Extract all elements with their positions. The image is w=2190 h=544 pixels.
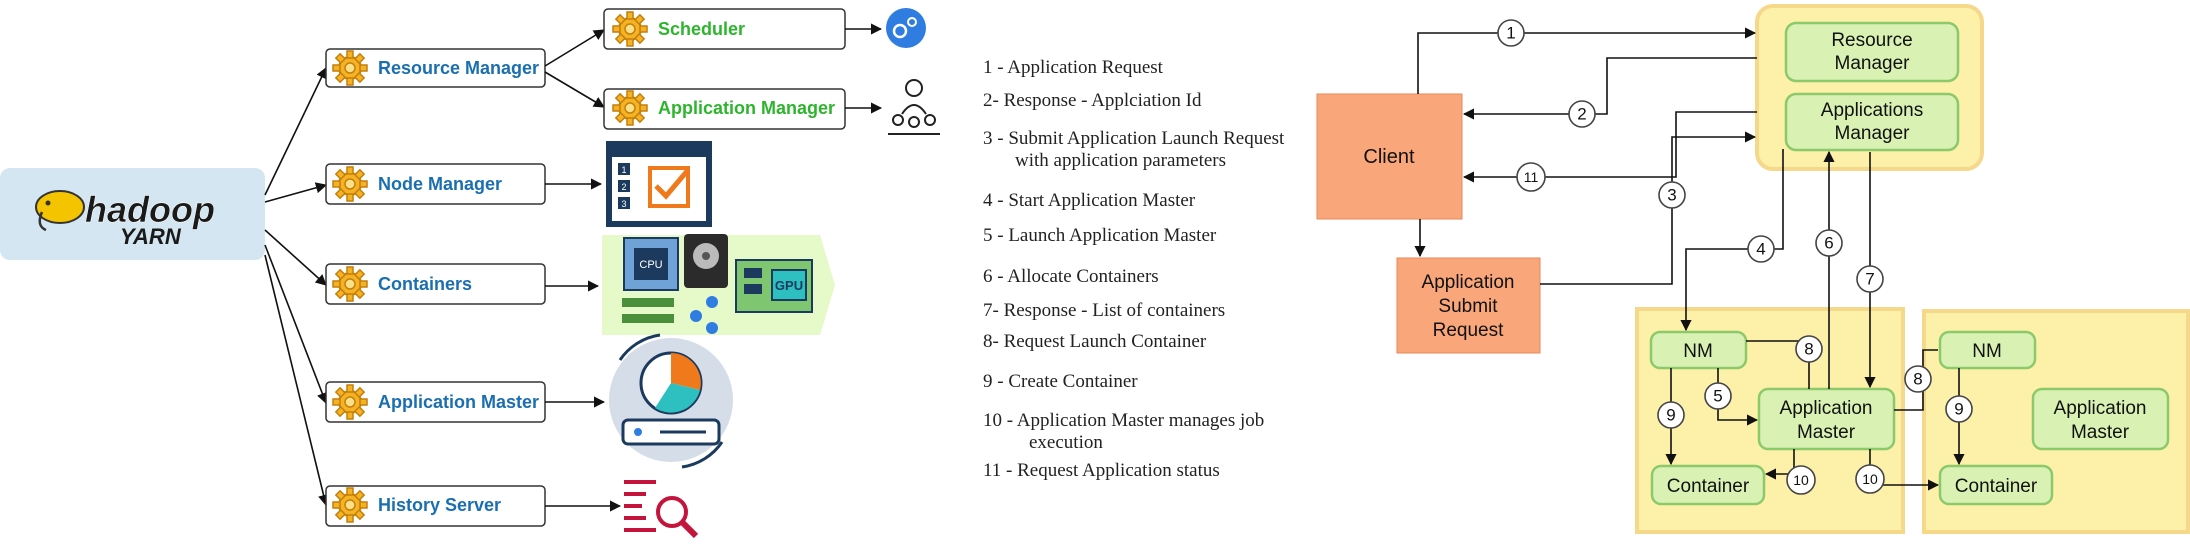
flow-container-left: Container xyxy=(1650,464,1766,506)
step-number: 9 xyxy=(1954,400,1963,419)
hadoop-logo-word: hadoop xyxy=(85,189,215,230)
flow-label: Applications xyxy=(1821,100,1923,121)
containers-hardware-icon: CPU GPU xyxy=(602,234,835,335)
yarn-components-tree: hadoop YARN Resource Manager Scheduler xyxy=(0,8,940,539)
flow-nm-right: NM xyxy=(1938,330,2037,370)
step-number: 5 xyxy=(1713,387,1722,406)
step-item: 1 - Application Request xyxy=(983,57,1164,78)
cpu-label: CPU xyxy=(639,259,662,271)
step-number: 3 xyxy=(1667,186,1676,205)
component-node-manager[interactable]: Node Manager xyxy=(325,163,546,205)
application-master-icon xyxy=(609,333,733,469)
logo-connectors xyxy=(264,66,330,507)
component-application-manager[interactable]: Application Manager xyxy=(603,88,846,130)
step-item: 9 - Create Container xyxy=(983,371,1138,392)
yarn-logo-word: YARN xyxy=(120,224,182,249)
flow-label: Master xyxy=(1797,422,1856,443)
component-label: Containers xyxy=(378,274,472,294)
history-server-search-icon xyxy=(624,480,699,539)
component-label: Scheduler xyxy=(658,19,745,39)
step-item: 11 - Request Application status xyxy=(983,460,1220,481)
rm-connectors xyxy=(544,29,605,108)
application-manager-icon xyxy=(888,79,940,135)
step-item: with application parameters xyxy=(1015,150,1226,171)
step-number: 10 xyxy=(1862,471,1878,487)
step-item: 7- Response - List of containers xyxy=(983,300,1225,321)
flow-label: Manager xyxy=(1835,53,1911,74)
step-number: 4 xyxy=(1756,240,1765,259)
component-containers[interactable]: Containers xyxy=(325,263,546,305)
flow-label: Resource xyxy=(1831,30,1912,51)
component-label: Resource Manager xyxy=(378,58,539,78)
step-number: 8 xyxy=(1913,370,1922,389)
component-label: Application Master xyxy=(378,392,539,412)
component-label: History Server xyxy=(378,495,501,515)
step-item: 4 - Start Application Master xyxy=(983,190,1196,211)
flow-label: NM xyxy=(1683,341,1713,362)
flow-label: Container xyxy=(1955,476,2038,497)
list-number: 1 xyxy=(621,165,626,175)
gpu-label: GPU xyxy=(775,278,803,293)
step-item: execution xyxy=(1029,432,1103,453)
component-scheduler[interactable]: Scheduler xyxy=(603,8,846,50)
flow-container-right: Container xyxy=(1938,464,2054,506)
step-item: 10 - Application Master manages job xyxy=(983,410,1264,431)
flow-app-master-left: Application Master xyxy=(1757,387,1896,451)
flow-applications-manager: Applications Manager xyxy=(1784,92,1960,152)
node-manager-checklist-icon: 1 2 3 xyxy=(606,141,712,227)
flow-resource-manager: Resource Manager xyxy=(1784,21,1960,83)
flow-label: NM xyxy=(1972,341,2002,362)
flow-app-master-right: Application Master xyxy=(2031,387,2170,451)
yarn-flow-diagram: Resource Manager Applications Manager Cl… xyxy=(1316,4,2190,534)
step-item: 6 - Allocate Containers xyxy=(983,266,1159,287)
flow-label: Request xyxy=(1433,320,1504,341)
flow-label: Submit xyxy=(1438,296,1498,317)
flow-label: Client xyxy=(1363,146,1415,168)
component-history-server[interactable]: History Server xyxy=(325,485,546,527)
component-label: Node Manager xyxy=(378,174,502,194)
flow-label: Application xyxy=(1422,272,1515,293)
step-item: 5 - Launch Application Master xyxy=(983,225,1217,246)
hadoop-elephant-icon xyxy=(35,190,85,232)
component-application-master[interactable]: Application Master xyxy=(325,381,546,423)
list-number: 2 xyxy=(621,182,626,192)
component-resource-manager[interactable]: Resource Manager xyxy=(325,48,546,88)
step-number: 6 xyxy=(1824,234,1833,253)
step-number: 8 xyxy=(1804,340,1813,359)
list-number: 3 xyxy=(621,199,626,209)
flow-client: Client xyxy=(1316,93,1463,220)
step-number: 10 xyxy=(1793,472,1809,488)
step-list: 1 - Application Request 2- Response - Ap… xyxy=(983,57,1285,481)
step-number: 1 xyxy=(1506,24,1515,43)
step-number: 9 xyxy=(1666,406,1675,425)
step-number: 7 xyxy=(1865,270,1874,289)
flow-label: Master xyxy=(2071,422,2130,443)
scheduler-icon xyxy=(886,8,926,48)
step-item: 2- Response - Applciation Id xyxy=(983,90,1202,111)
step-number: 11 xyxy=(1524,169,1539,185)
flow-label: Container xyxy=(1667,476,1750,497)
flow-label: Manager xyxy=(1835,123,1911,144)
flow-nm-left: NM xyxy=(1649,330,1748,370)
component-label: Application Manager xyxy=(658,98,835,118)
flow-label: Application xyxy=(1780,398,1873,419)
flow-app-submit-request: Application Submit Request xyxy=(1396,257,1541,354)
step-item: 3 - Submit Application Launch Request xyxy=(983,128,1285,149)
flow-step-numbers: 1 2 3 4 5 6 7 8 8 9 9 10 10 11 xyxy=(1497,19,1973,495)
step-number: 2 xyxy=(1577,105,1586,124)
flow-label: Application xyxy=(2054,398,2147,419)
step-item: 8- Request Launch Container xyxy=(983,331,1207,352)
